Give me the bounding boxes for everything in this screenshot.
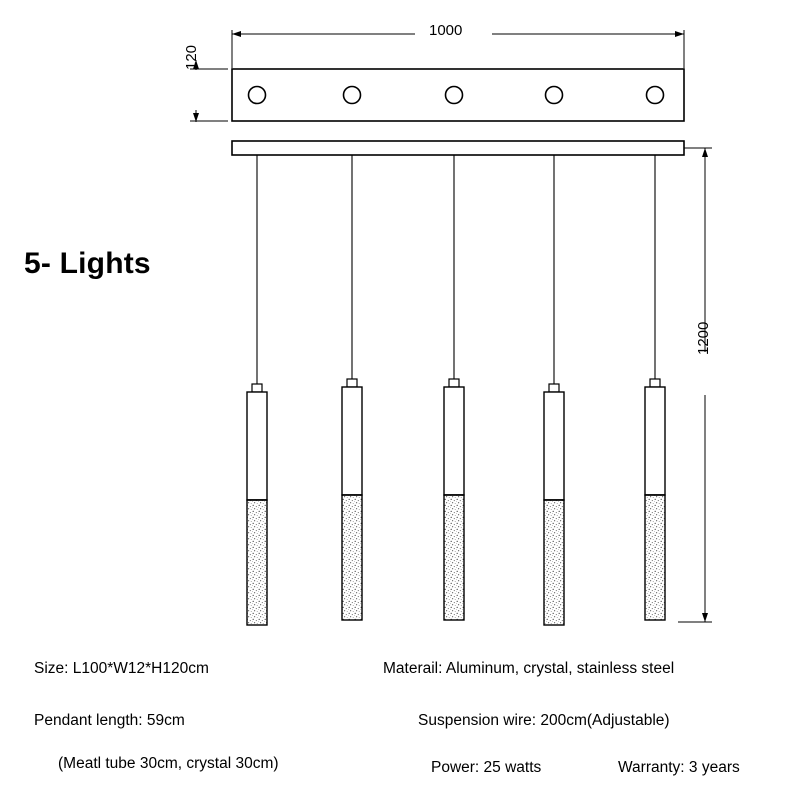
spec-pendant-length: Pendant length: 59cm: [34, 712, 185, 729]
page-title: 5- Lights: [24, 247, 151, 280]
pendant-lamp-3: [443, 155, 465, 621]
pendant-lamp-1: [246, 155, 268, 626]
pendant-lamp-5: [644, 155, 666, 621]
spec-suspension-wire: Suspension wire: 200cm(Adjustable): [418, 712, 670, 729]
pendant-lamp-4: [543, 155, 565, 626]
spec-size: Size: L100*W12*H120cm: [34, 660, 209, 677]
dimension-width: [231, 30, 685, 68]
spec-material: Materail: Aluminum, crystal, stainless s…: [383, 660, 675, 677]
dimension-plate-height: [190, 60, 228, 122]
pendant-lamp-2: [341, 155, 363, 621]
spec-warranty: Warranty: 3 years: [618, 759, 740, 776]
dimension-label-width: 1000: [429, 22, 463, 39]
spec-tube-detail: (Meatl tube 30cm, crystal 30cm): [58, 755, 279, 772]
spec-power: Power: 25 watts: [431, 759, 542, 776]
canopy-side-view: [231, 140, 685, 156]
canopy-face-view: [231, 68, 685, 122]
dimension-drop-height: [678, 147, 712, 623]
